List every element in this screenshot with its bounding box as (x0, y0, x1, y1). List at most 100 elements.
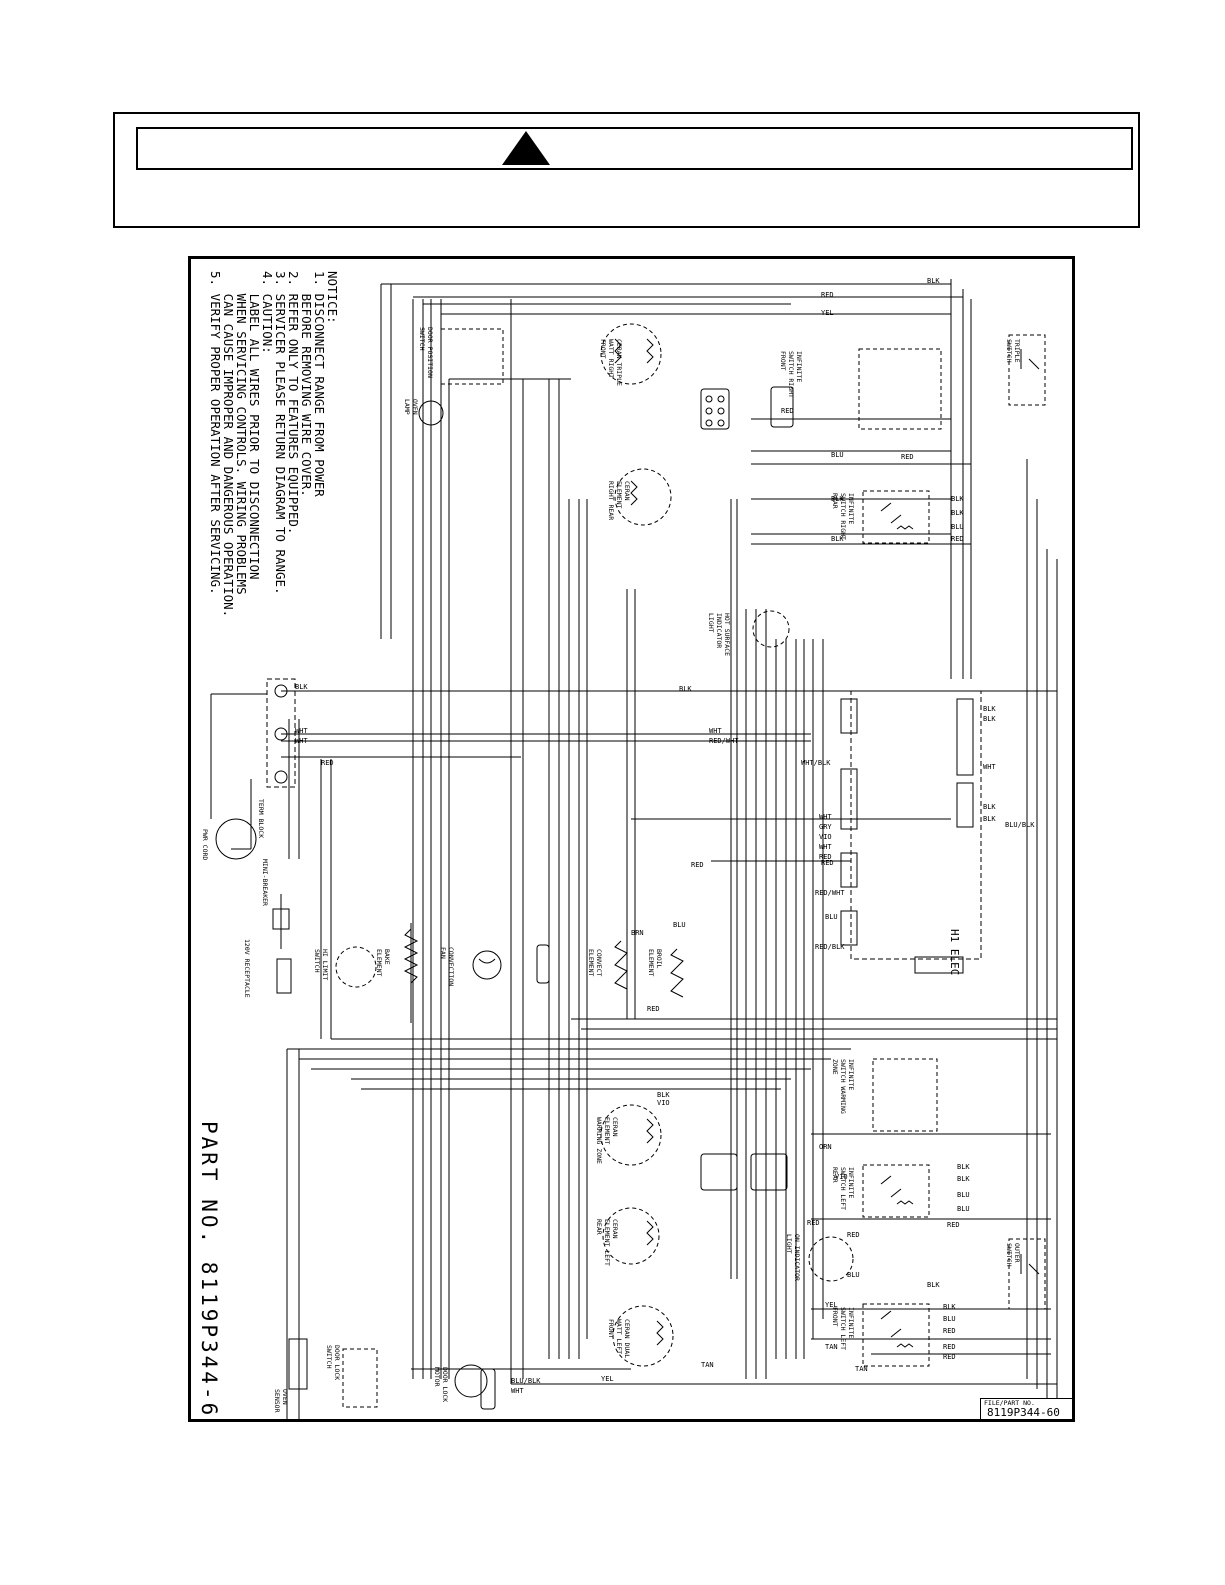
svg-text:RED: RED (951, 535, 964, 543)
svg-text:BLU: BLU (957, 1205, 970, 1213)
svg-text:YEL: YEL (825, 1301, 838, 1309)
svg-text:VIO: VIO (835, 1173, 848, 1181)
svg-text:BLK: BLK (679, 685, 692, 693)
svg-text:BLU: BLU (847, 1271, 860, 1279)
notice-line: 2. REFER ONLY TO FEATURES EQUIPPED. (286, 271, 301, 535)
label-term-block: TERM BLOCK (257, 799, 265, 839)
file-part-box: FILE/PART NO. 8119P344-60 (980, 1398, 1072, 1419)
notice-line: LABEL ALL WIRES PRIOR TO DISCONNECTION (247, 271, 262, 580)
warning-banner (136, 127, 1133, 170)
label-oven-sensor: OVEN SENSOR (273, 1389, 289, 1413)
svg-text:BLK: BLK (983, 705, 996, 713)
diagram-labels: BLK RED YEL RED BLU RED BLK BLK BLK BLU … (295, 277, 1035, 1395)
svg-text:RED: RED (647, 1005, 660, 1013)
svg-text:BLK: BLK (983, 803, 996, 811)
svg-text:RED: RED (821, 291, 834, 299)
svg-text:BLK: BLK (983, 715, 996, 723)
svg-text:BLU: BLU (951, 523, 964, 531)
svg-text:RED/WHT: RED/WHT (815, 889, 845, 897)
label-pwr-cord: PWR CORD (201, 829, 209, 861)
svg-text:BLK: BLK (951, 495, 964, 503)
svg-text:BLK: BLK (657, 1091, 670, 1099)
selector-switches (1008, 334, 1046, 1310)
ceran-elements (600, 323, 854, 1367)
svg-text:RED: RED (901, 453, 914, 461)
label-broil-element: BROIL ELEMENT (647, 949, 663, 977)
wiring-schematic: BLK RED YEL RED BLU RED BLK BLK BLK BLU … (210, 277, 1058, 1419)
svg-text:BLU: BLU (943, 1315, 956, 1323)
svg-text:RED/BLK: RED/BLK (815, 943, 845, 951)
term-block (210, 678, 296, 860)
part-number: PART NO. 8119P344-60 (197, 1121, 221, 1422)
label-on-light: ON INDICATOR LIGHT (785, 1234, 801, 1281)
svg-text:BLK: BLK (831, 495, 844, 503)
label-mini-breaker: MINI-BREAKER (261, 859, 269, 906)
svg-text:RED: RED (819, 853, 832, 861)
label-inf-wz: INFINITE SWITCH WARMING ZONE (831, 1059, 855, 1114)
svg-text:BLK: BLK (831, 535, 844, 543)
svg-text:GRY: GRY (819, 823, 832, 831)
svg-text:RED: RED (807, 1219, 820, 1227)
svg-text:RED: RED (321, 759, 334, 767)
svg-text:BLK: BLK (927, 1281, 940, 1289)
svg-text:WHT: WHT (819, 843, 832, 851)
svg-text:VIO: VIO (657, 1099, 670, 1107)
h1-elec-board (840, 690, 982, 974)
label-inf-rr: INFINITE SWITCH RIGHT REAR (831, 493, 855, 540)
notice-line: 1. DISCONNECT RANGE FROM POWER (312, 271, 327, 497)
infinite-switches (858, 348, 942, 1367)
svg-text:BRN: BRN (631, 929, 644, 937)
notice-block: NOTICE: 1. DISCONNECT RANGE FROM POWER B… (208, 271, 340, 617)
svg-text:RED: RED (691, 861, 704, 869)
plug-connectors (288, 386, 794, 1410)
label-receptacle: 120V RECEPTACLE (243, 939, 251, 998)
wire-bus (286, 279, 1058, 1419)
svg-text:RED: RED (943, 1353, 956, 1361)
svg-text:YEL: YEL (821, 309, 834, 317)
notice-line: 5. VERIFY PROPER OPERATION AFTER SERVICI… (208, 271, 223, 595)
label-convection-fan: CONVECTION FAN (439, 947, 455, 987)
svg-text:BLK: BLK (295, 683, 308, 691)
svg-text:YEL: YEL (601, 1375, 614, 1383)
notice-title: NOTICE: (325, 271, 340, 324)
label-ceran-lr: CERAN ELEMENT LEFT REAR (595, 1219, 619, 1266)
svg-text:RED: RED (821, 859, 834, 867)
svg-text:BLU/BLK: BLU/BLK (511, 1377, 541, 1385)
wiring-diagram: BLK RED YEL RED BLU RED BLK BLK BLK BLU … (188, 256, 1075, 1422)
svg-text:RED: RED (943, 1327, 956, 1335)
label-oven-lamp: OVEN LAMP (403, 399, 419, 415)
svg-text:BLK: BLK (957, 1163, 970, 1171)
svg-text:BLK: BLK (983, 815, 996, 823)
svg-text:BLU: BLU (957, 1191, 970, 1199)
warning-triangle-icon (502, 131, 550, 165)
label-inf-lf: INFINITE SWITCH LEFT FRONT (831, 1307, 855, 1351)
file-part-value: 8119P344-60 (987, 1406, 1060, 1419)
label-door-lock-motor: DOOR LOCK MOTOR (433, 1367, 449, 1403)
svg-text:WHT: WHT (295, 727, 308, 735)
file-part-label: FILE/PART NO. (984, 1399, 1035, 1407)
label-outer-switch: OUTER SWITCH (1005, 1243, 1021, 1267)
label-bake-element: BAKE ELEMENT (375, 949, 391, 977)
svg-text:TAN: TAN (825, 1343, 838, 1351)
label-dual-watt-lf: CERAN DUAL WATT LEFT FRONT (607, 1319, 631, 1359)
svg-text:WHT: WHT (511, 1387, 524, 1395)
svg-text:BLK: BLK (957, 1175, 970, 1183)
warning-box (113, 112, 1140, 228)
label-inf-rf: INFINITE SWITCH RIGHT FRONT (779, 351, 803, 398)
notice-line: 3. SERVICER PLEASE RETURN DIAGRAM TO RAN… (273, 271, 288, 595)
svg-text:WHT: WHT (295, 737, 308, 745)
label-ceran-rr: CERAN ELEMENT RIGHT REAR (607, 481, 631, 521)
svg-text:BLU/BLK: BLU/BLK (1005, 821, 1035, 829)
label-hi-limit-switch: HI LIMIT SWITCH (313, 949, 329, 981)
svg-text:RED: RED (847, 1231, 860, 1239)
svg-text:RED: RED (781, 407, 794, 415)
notice-line: BEFORE REMOVING WIRE COVER. (299, 271, 314, 497)
svg-text:WHT: WHT (819, 813, 832, 821)
svg-text:WHT: WHT (709, 727, 722, 735)
svg-text:BLU: BLU (825, 913, 838, 921)
svg-text:RED: RED (943, 1343, 956, 1351)
svg-text:TAN: TAN (701, 1361, 714, 1369)
svg-text:H1 ELEC: H1 ELEC (948, 929, 961, 975)
wire-runs (281, 283, 1057, 1385)
svg-text:BLK: BLK (927, 277, 940, 285)
